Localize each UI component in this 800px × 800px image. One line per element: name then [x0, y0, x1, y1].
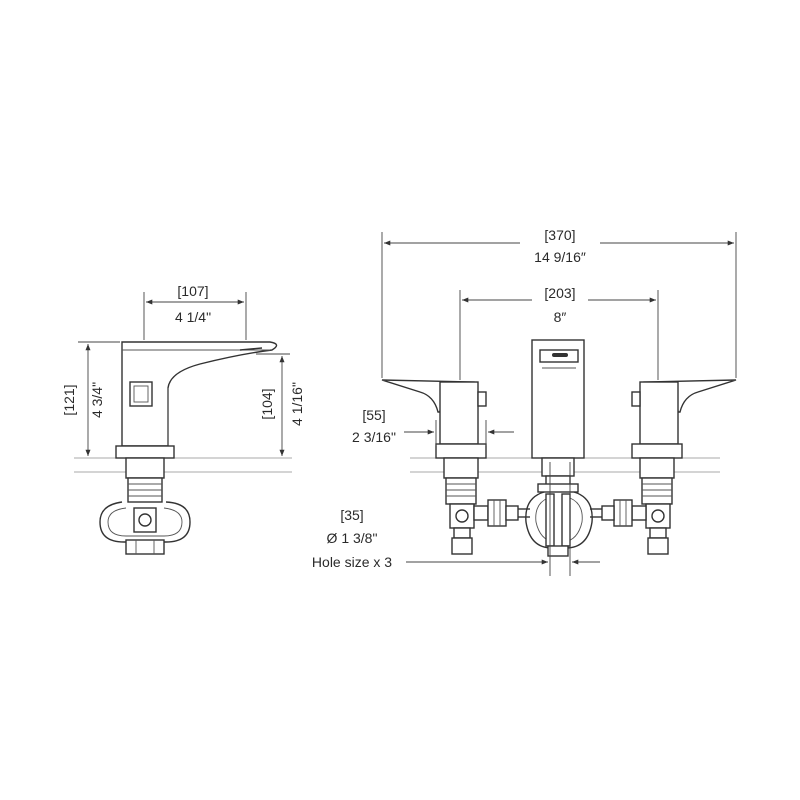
side-threaded-shank — [127, 477, 163, 503]
hole-size-note: Hole size x 3 — [312, 554, 392, 570]
supply-connectors — [473, 499, 647, 527]
center-spout — [525, 339, 593, 557]
side-faucet-body — [121, 341, 278, 447]
side-width-metric: [107] — [177, 283, 208, 299]
hole-size-metric: [35] — [340, 507, 363, 523]
overall-width-metric: [370] — [544, 227, 575, 243]
side-spout-height-metric: [104] — [259, 388, 275, 419]
hole-size-imperial: Ø 1 3/8" — [327, 530, 378, 546]
side-spout-height-imperial: 4 1/16" — [289, 382, 305, 426]
side-view: [107] 4 1/4" [121] 4 3/4" [104] 4 1/16" — [61, 283, 305, 555]
right-handle — [631, 379, 737, 555]
center-spacing-metric: [203] — [544, 285, 575, 301]
handle-base-metric: [55] — [362, 407, 385, 423]
handle-base-imperial: 2 3/16" — [352, 429, 396, 445]
left-handle — [381, 379, 487, 555]
side-total-height-imperial: 4 3/4" — [89, 382, 105, 418]
side-handle-button — [129, 381, 153, 407]
side-total-height-metric: [121] — [61, 384, 77, 415]
side-base-ring — [115, 445, 175, 459]
center-spacing-imperial: 8″ — [554, 309, 567, 325]
side-width-imperial: 4 1/4" — [175, 309, 211, 325]
front-view: [370] 14 9/16″ [203] 8″ [55] 2 3/16" [35… — [312, 227, 737, 576]
overall-width-imperial: 14 9/16″ — [534, 249, 586, 265]
side-valve-loop — [99, 501, 191, 555]
